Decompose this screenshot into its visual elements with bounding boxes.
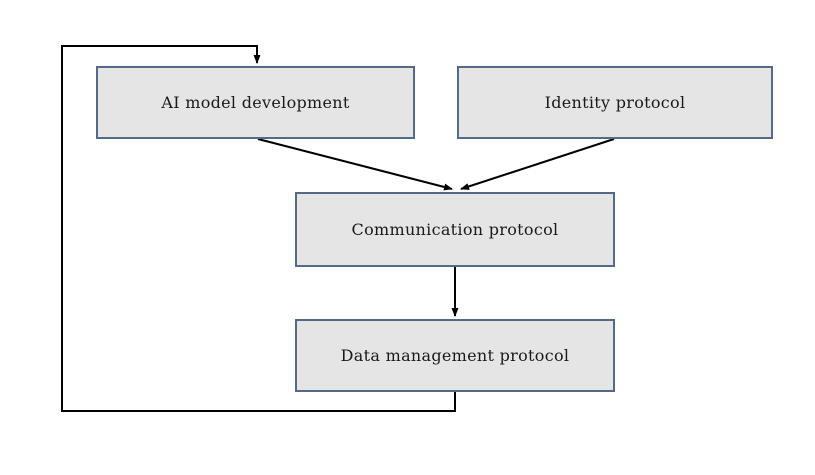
node-label: Data management protocol	[340, 346, 570, 365]
node-ai-model-development: AI model development	[96, 66, 415, 139]
node-label: AI model development	[161, 93, 350, 112]
node-label: Communication protocol	[351, 220, 559, 239]
node-label: Identity protocol	[544, 93, 686, 112]
edge-data-feedback-to-ai	[61, 45, 456, 412]
node-communication-protocol: Communication protocol	[295, 192, 615, 267]
edge-ai-to-communication	[257, 138, 453, 191]
edge-identity-to-communication	[460, 138, 615, 190]
node-data-management-protocol: Data management protocol	[295, 319, 615, 392]
node-identity-protocol: Identity protocol	[457, 66, 773, 139]
